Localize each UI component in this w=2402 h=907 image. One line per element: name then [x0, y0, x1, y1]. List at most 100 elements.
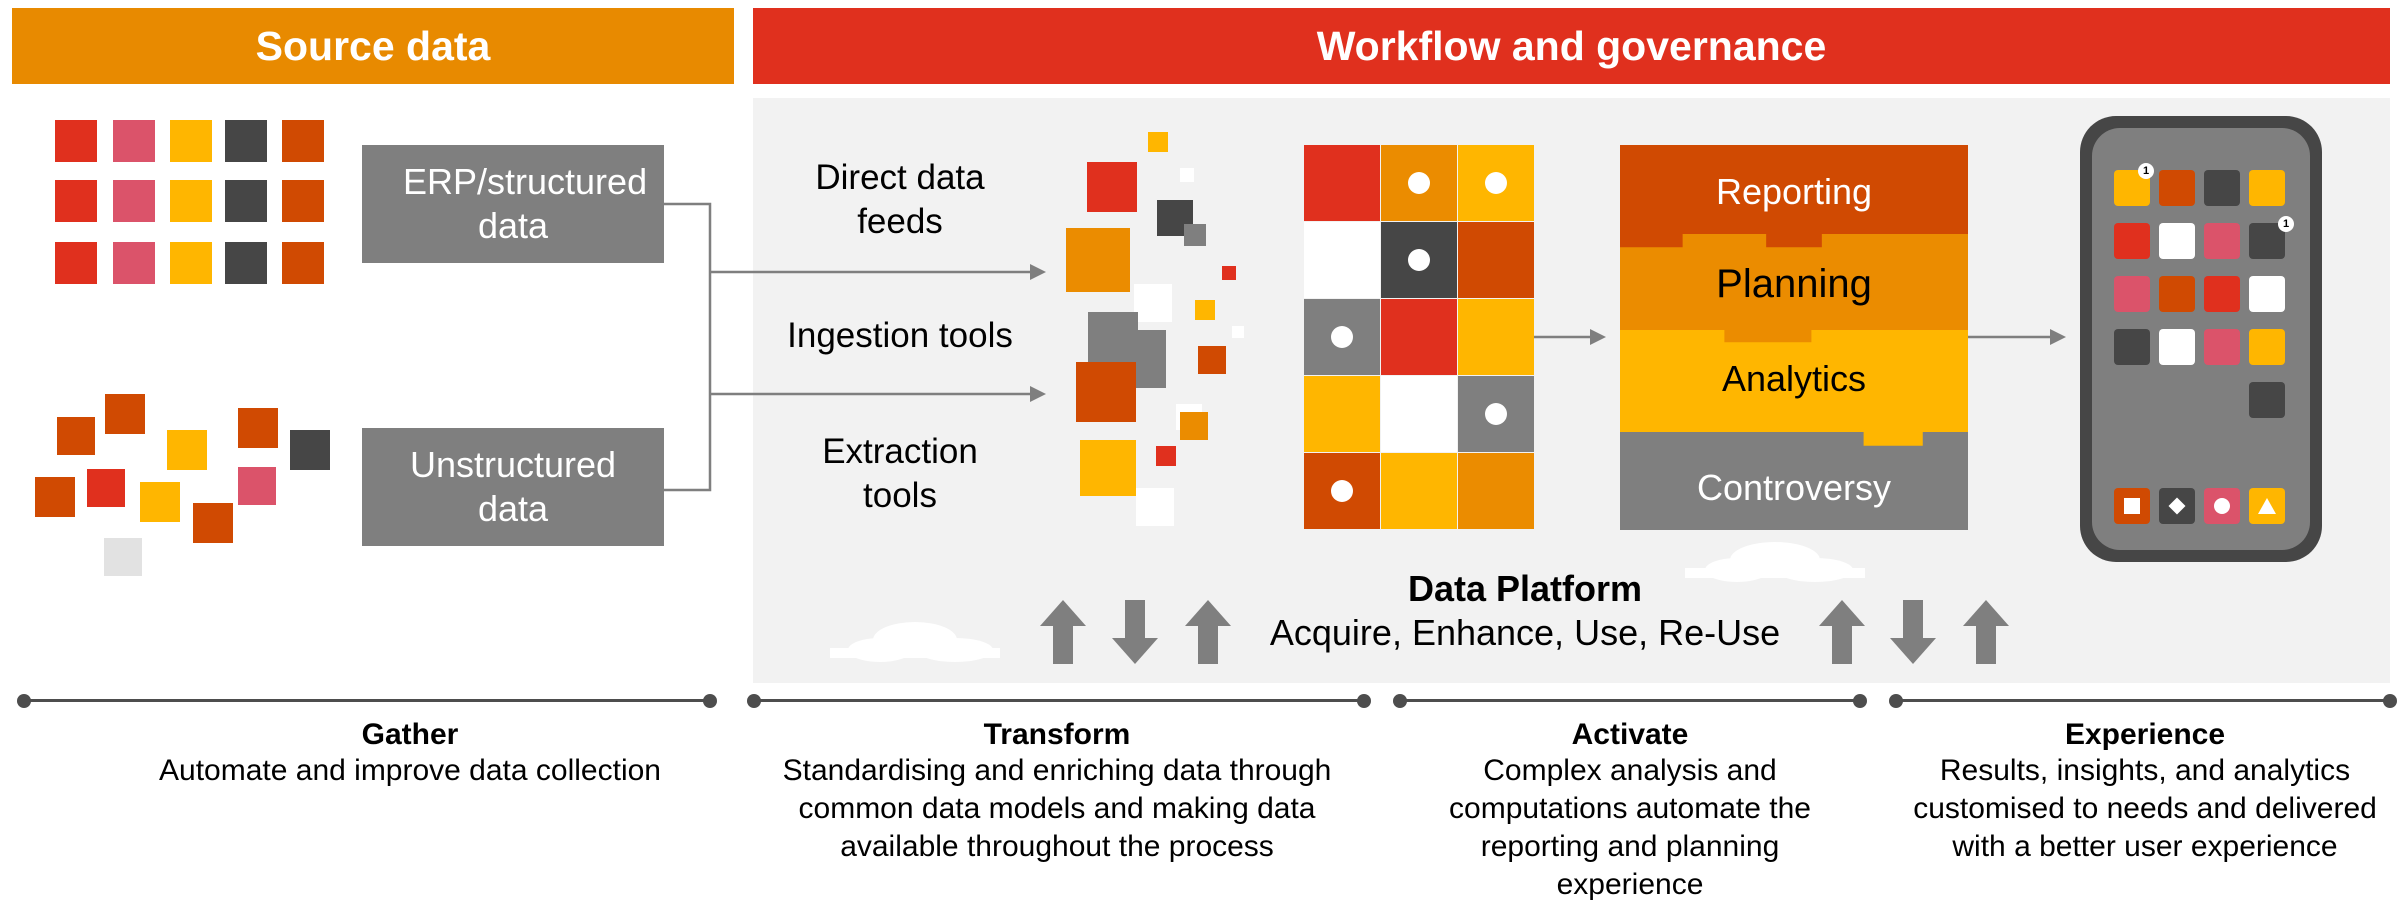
timeline-dot	[1357, 694, 1371, 708]
direct-data-feeds-label: Direct data feeds	[815, 158, 985, 241]
app-icon	[2114, 223, 2150, 259]
erp-structured-data-label: ERP/structured data	[403, 161, 648, 246]
app-icon	[2249, 276, 2285, 312]
grid-cell	[1458, 145, 1534, 221]
extraction-tools-label: Extraction tools	[822, 432, 978, 515]
grid-dot	[1408, 172, 1430, 194]
source-data-title: Source data	[255, 22, 491, 69]
grid-dot	[1331, 480, 1353, 502]
transform-square	[1076, 362, 1136, 422]
notification-badge: 1	[2278, 216, 2294, 232]
layer-reporting-label: Reporting	[1715, 171, 1873, 212]
grid-cell	[1381, 376, 1457, 452]
structured-square	[282, 242, 324, 284]
dock-triangle-icon	[2249, 488, 2285, 524]
data-platform-title: Data Platform	[1407, 568, 1643, 609]
transform-square	[1195, 300, 1215, 320]
grid-dot	[1331, 326, 1353, 348]
app-icon	[2204, 329, 2240, 365]
stage-transform: Transform Standardising and enriching da…	[752, 718, 1362, 866]
layer-analytics: Analytics	[1620, 330, 1968, 452]
layer-analytics-label: Analytics	[1721, 358, 1867, 399]
structured-square	[282, 180, 324, 222]
app-icon	[2159, 170, 2195, 206]
timeline-dot	[2383, 694, 2397, 708]
structured-square	[282, 120, 324, 162]
app-icon	[2159, 276, 2195, 312]
transform-square	[1184, 224, 1206, 246]
timeline-dot	[17, 694, 31, 708]
timeline-line	[1896, 699, 2390, 702]
timeline-line	[1400, 699, 1860, 702]
timeline-line	[24, 699, 710, 702]
transform-square	[1198, 346, 1226, 374]
unstructured-square	[140, 482, 180, 522]
unstructured-square	[290, 430, 330, 470]
unstructured-square	[87, 469, 125, 507]
unstructured-square	[104, 538, 142, 576]
app-icon	[2204, 276, 2240, 312]
timeline-dot	[1393, 694, 1407, 708]
stage-transform-desc: Standardising and enriching data through…	[782, 754, 1332, 863]
transform-square	[1136, 488, 1174, 526]
grid-dot	[1485, 172, 1507, 194]
transform-square	[1148, 132, 1168, 152]
unstructured-square	[105, 394, 145, 434]
transform-square	[1136, 330, 1166, 388]
transform-square	[1087, 162, 1137, 212]
structured-square	[170, 180, 212, 222]
transform-square	[1232, 326, 1244, 338]
grid-cell	[1381, 299, 1457, 375]
data-platform-subtitle: Acquire, Enhance, Use, Re-Use	[1269, 612, 1781, 653]
grid-cell	[1458, 299, 1534, 375]
app-icon	[2159, 329, 2195, 365]
structured-square	[225, 180, 267, 222]
unstructured-data-label: Unstructured data	[409, 444, 617, 529]
app-icon	[2159, 223, 2195, 259]
stage-experience: Experience Results, insights, and analyt…	[1910, 718, 2380, 866]
grid-cell	[1304, 222, 1380, 298]
structured-square	[170, 120, 212, 162]
transform-square	[1222, 266, 1236, 280]
transform-square	[1156, 446, 1176, 466]
app-icon	[2204, 223, 2240, 259]
grid-cell	[1304, 145, 1380, 221]
app-icon	[2249, 170, 2285, 206]
structured-square	[170, 242, 212, 284]
structured-square	[225, 242, 267, 284]
stage-experience-desc: Results, insights, and analytics customi…	[1913, 754, 2377, 863]
transform-square	[1180, 412, 1208, 440]
unstructured-square	[57, 417, 95, 455]
transform-square	[1134, 284, 1172, 322]
layer-controversy-label: Controversy	[1696, 467, 1892, 508]
grid-dot	[1408, 249, 1430, 271]
unstructured-square	[167, 430, 207, 470]
unstructured-square	[238, 467, 276, 505]
structured-square	[55, 242, 97, 284]
timeline-line	[754, 699, 1364, 702]
stage-gather-title: Gather	[361, 718, 459, 751]
app-icon	[2114, 329, 2150, 365]
timeline-dot	[1853, 694, 1867, 708]
grid-cell	[1458, 376, 1534, 452]
structured-square	[113, 180, 155, 222]
stage-activate-desc: Complex analysis and computations automa…	[1449, 754, 1811, 901]
structured-square	[225, 120, 267, 162]
erp-structured-data-box: ERP/structured data	[362, 145, 664, 263]
unstructured-square	[238, 408, 278, 448]
app-icon	[2204, 170, 2240, 206]
ingestion-tools-label: Ingestion tools	[787, 316, 1013, 355]
structured-square	[113, 242, 155, 284]
grid-cell	[1304, 453, 1380, 529]
dock-circle-icon	[2204, 488, 2240, 524]
structured-square	[55, 120, 97, 162]
structured-square	[55, 180, 97, 222]
grid-cell	[1304, 299, 1380, 375]
stage-gather-desc: Automate and improve data collection	[159, 754, 661, 787]
notification-badge: 1	[2138, 163, 2154, 179]
grid-cell	[1381, 145, 1457, 221]
transform-square	[1080, 440, 1136, 496]
app-icon	[2249, 329, 2285, 365]
transform-square	[1088, 312, 1138, 362]
grid-cell	[1458, 222, 1534, 298]
